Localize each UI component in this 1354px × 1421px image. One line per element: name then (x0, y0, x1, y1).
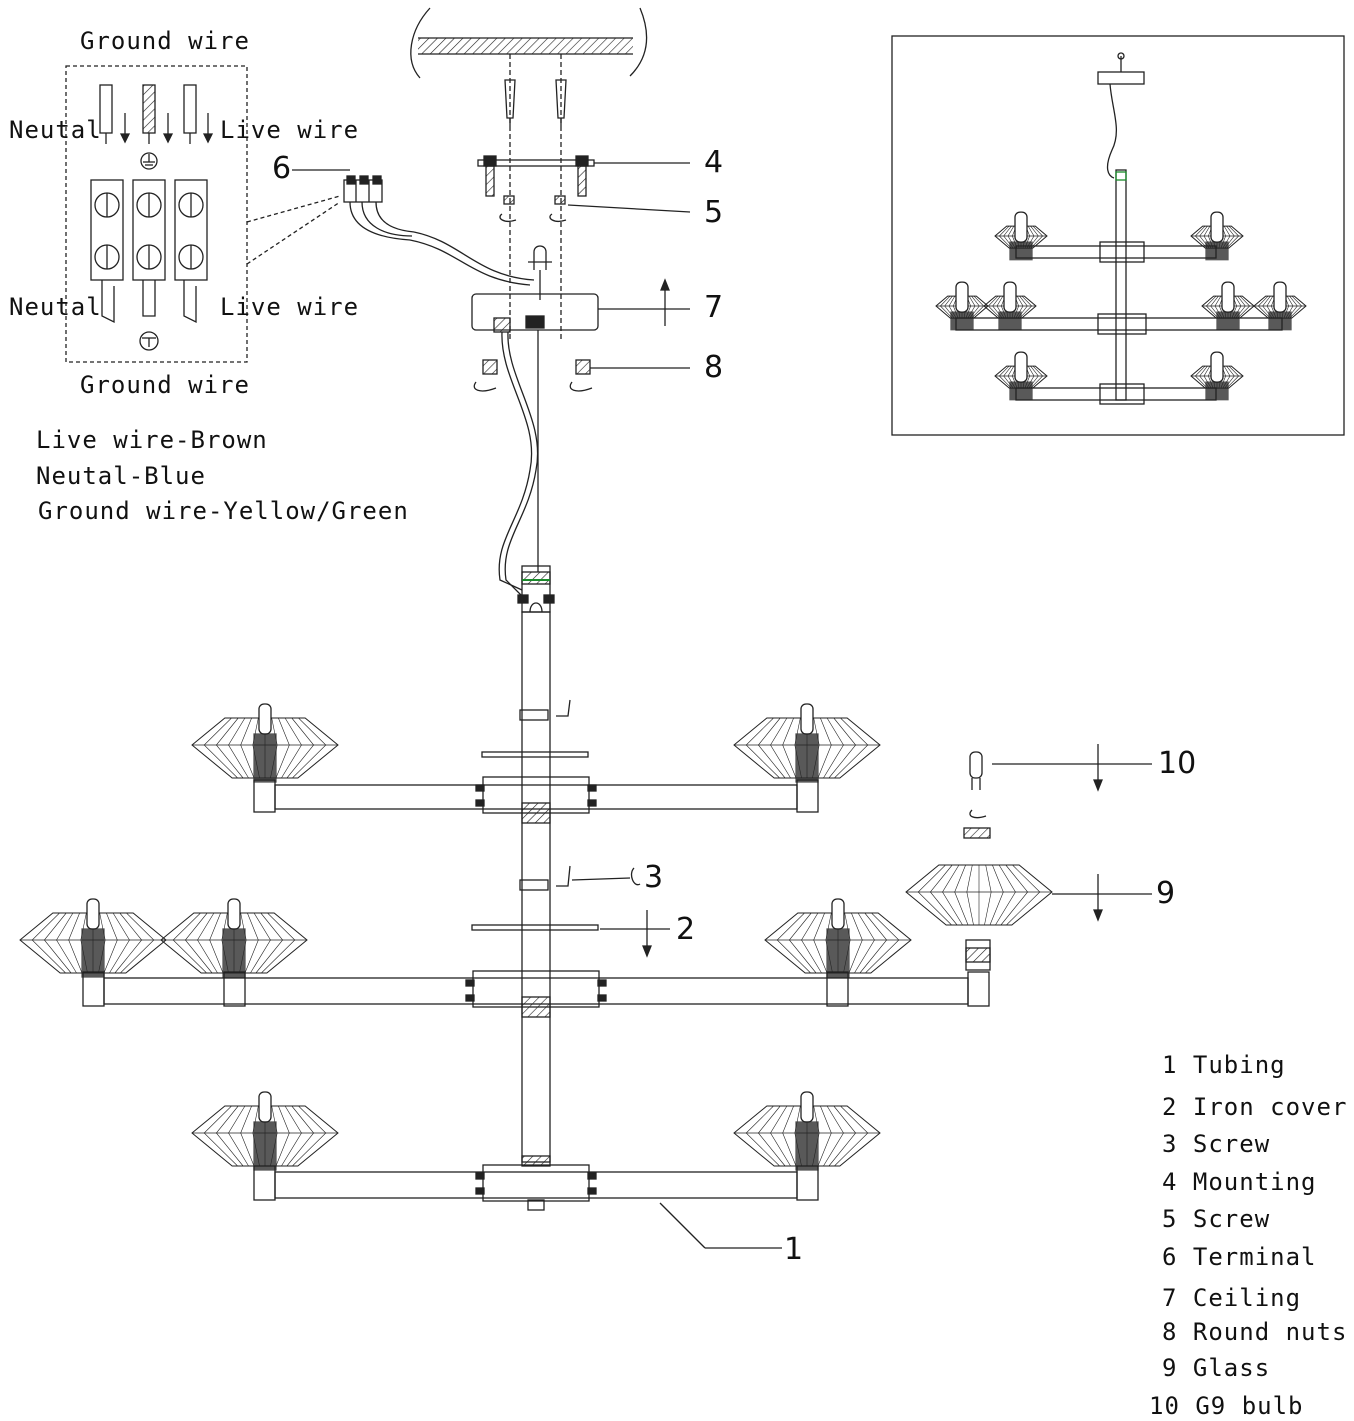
neutral-bottom-label: Neutal (9, 293, 102, 321)
callout-5: 5 (704, 195, 724, 230)
glass-shade-icon (935, 281, 989, 331)
legend-name: Mounting (1192, 1168, 1317, 1196)
round-nuts (473, 359, 690, 392)
live-bottom-label: Live wire (220, 293, 360, 321)
glass-shades (19, 703, 1053, 1171)
legend-row: 3 Screw (1162, 1130, 1270, 1158)
callout-2: 2 (676, 912, 696, 947)
callout-1: 1 (784, 1232, 804, 1267)
legend-num: 9 (1162, 1354, 1178, 1382)
glass-shade-icon (905, 864, 1053, 926)
glass-shade-icon (191, 703, 339, 783)
neutral-top-label: Neutal (9, 116, 102, 144)
legend-row: 2 Iron cover (1162, 1093, 1347, 1121)
legend-name: Glass (1192, 1354, 1271, 1382)
mounting-bar (477, 155, 691, 222)
live-top-label: Live wire (220, 116, 360, 144)
glass-shade-icon (191, 1091, 339, 1171)
terminal-block-icon (90, 179, 208, 281)
glass-shade-icon (1190, 211, 1244, 261)
tier-middle-arm (82, 939, 991, 1018)
callout-10: 10 (1158, 746, 1197, 781)
legend-row: 6 Terminal (1162, 1243, 1317, 1271)
legend-name: Round nuts (1192, 1318, 1348, 1346)
callout-9: 9 (1156, 876, 1176, 911)
glass-shade-icon (1201, 281, 1255, 331)
color-note: Neutal-Blue (36, 462, 206, 490)
legend-num: 6 (1162, 1243, 1178, 1271)
legend-num: 5 (1162, 1205, 1178, 1233)
legend-num: 1 (1162, 1051, 1178, 1079)
legend-name: Screw (1192, 1130, 1271, 1158)
glass-shade-icon (1190, 351, 1244, 401)
hook (528, 245, 552, 300)
callout-6: 6 (272, 151, 292, 186)
legend-num: 8 (1162, 1318, 1178, 1346)
legend-num: 4 (1162, 1168, 1178, 1196)
legend-name: Iron cover (1192, 1093, 1348, 1121)
tier-lower-arm (253, 1164, 819, 1249)
central-tube (517, 565, 555, 1211)
legend-row: 7 Ceiling (1162, 1284, 1301, 1312)
glass-shade-icon (733, 703, 881, 783)
tier-upper-arm (253, 776, 819, 824)
overview-inset (891, 35, 1345, 436)
wiring-bottom-label: Ground wire (80, 371, 250, 399)
glass-shade-icon (994, 351, 1048, 401)
overview-shades (935, 211, 1307, 401)
callout-4: 4 (704, 145, 724, 180)
glass-shade-icon (764, 898, 912, 978)
legend-num: 10 (1149, 1392, 1180, 1420)
color-note: Ground wire-Yellow/Green (38, 497, 409, 525)
bracket-bolts (465, 784, 607, 1195)
terminal-connector (292, 169, 535, 286)
legend-row: 9 Glass (1162, 1354, 1270, 1382)
glass-shade-icon (983, 281, 1037, 331)
legend-num: 3 (1162, 1130, 1178, 1158)
ground-symbol-icon (140, 152, 158, 170)
callout-8: 8 (704, 350, 724, 385)
legend-row: 8 Round nuts (1162, 1318, 1347, 1346)
legend-row: 4 Mounting (1162, 1168, 1317, 1196)
callout-7: 7 (704, 290, 724, 325)
legend-name: Ceiling (1192, 1284, 1302, 1312)
iron-cover-detail (471, 751, 670, 958)
legend-num: 2 (1162, 1093, 1178, 1121)
legend-num: 7 (1162, 1284, 1178, 1312)
glass-shade-icon (19, 898, 167, 978)
glass-shade-icon (1253, 281, 1307, 331)
wiring-top-label: Ground wire (80, 27, 250, 55)
canopy (471, 278, 690, 333)
ceiling-section (410, 7, 648, 340)
callout-3: 3 (644, 860, 664, 895)
insert-arrows (119, 113, 214, 144)
legend-row: 1 Tubing (1162, 1051, 1286, 1079)
ground-symbol-icon (139, 331, 159, 351)
color-note: Live wire-Brown (36, 426, 268, 454)
glass-shade-icon (994, 211, 1048, 261)
glass-shade-icon (160, 898, 308, 978)
glass-shade-icon (733, 1091, 881, 1171)
legend-name: Tubing (1192, 1051, 1286, 1079)
screw-detail (519, 699, 641, 891)
legend-row: 10 G9 bulb (1149, 1392, 1304, 1420)
legend-name: Screw (1192, 1205, 1271, 1233)
legend-name: G9 bulb (1195, 1392, 1304, 1420)
bulb-detail (963, 744, 1152, 922)
legend-row: 5 Screw (1162, 1205, 1270, 1233)
legend-name: Terminal (1192, 1243, 1317, 1271)
wiring-box (65, 65, 341, 363)
